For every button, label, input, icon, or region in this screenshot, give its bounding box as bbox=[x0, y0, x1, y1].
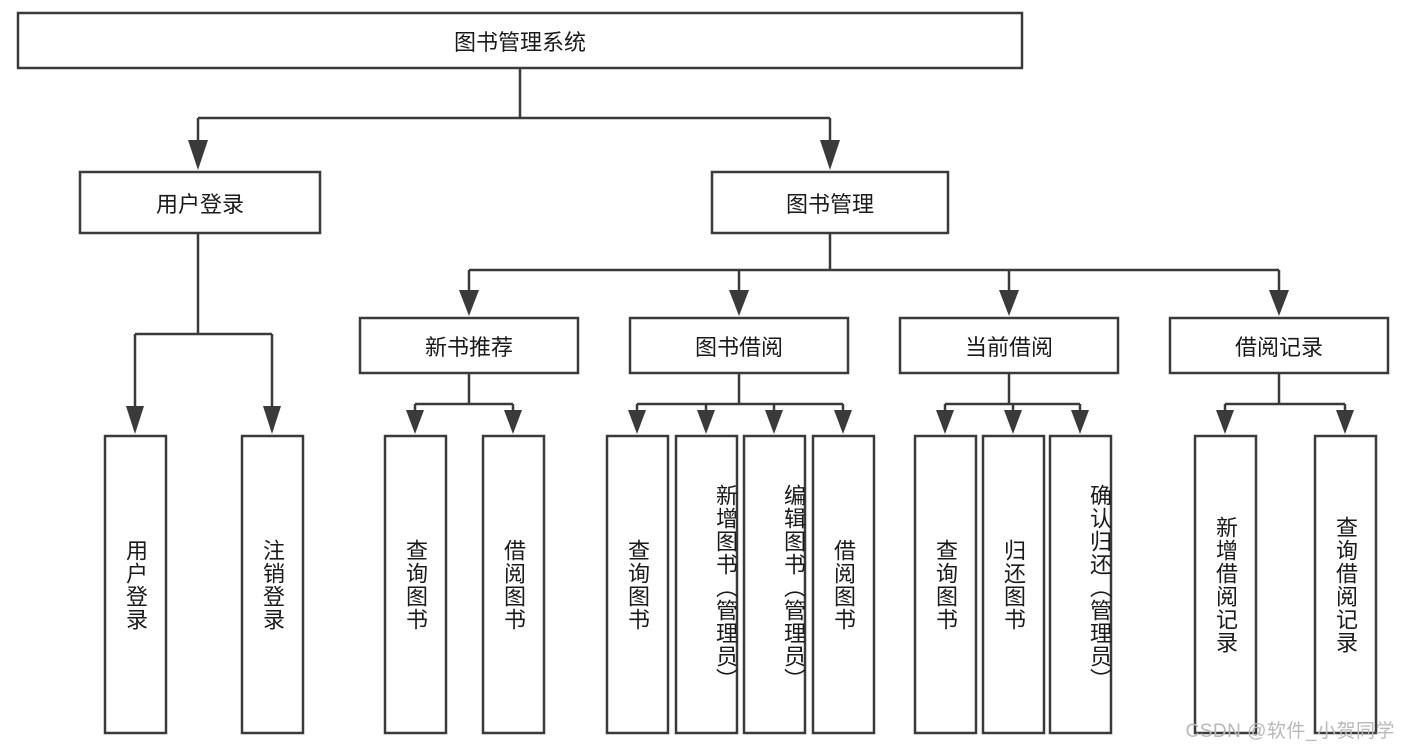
arrow-level2-1 bbox=[459, 290, 479, 316]
node-borrow-records-box[interactable] bbox=[1168, 316, 1390, 375]
node-current-borrow-box[interactable] bbox=[898, 316, 1120, 375]
arrow-current-leaf-3 bbox=[1071, 410, 1089, 434]
arrow-recommend-leaf-2 bbox=[504, 410, 522, 434]
arrow-level1-right bbox=[820, 140, 840, 170]
arrow-records-leaf-2 bbox=[1336, 410, 1354, 434]
node-new-book-recommend-box[interactable] bbox=[358, 316, 580, 375]
arrow-current-leaf-2 bbox=[1004, 410, 1022, 434]
arrow-borrow-leaf-2 bbox=[697, 410, 715, 434]
leaf-box-recommend-1[interactable] bbox=[383, 434, 448, 735]
arrow-recommend-leaf-1 bbox=[406, 410, 424, 434]
leaf-box-current-2[interactable] bbox=[981, 434, 1046, 735]
arrow-borrow-leaf-3 bbox=[765, 410, 783, 434]
leaf-box-records-2[interactable] bbox=[1313, 434, 1378, 735]
arrow-user-login-leaf-2 bbox=[263, 406, 281, 434]
leaf-box-current-1[interactable] bbox=[913, 434, 978, 735]
leaf-box-borrow-3[interactable] bbox=[742, 434, 807, 735]
arrow-level1-left bbox=[188, 140, 208, 170]
arrow-level2-2 bbox=[729, 290, 749, 316]
arrow-user-login-leaf-1 bbox=[126, 406, 144, 434]
leaf-box-current-3[interactable] bbox=[1048, 434, 1113, 735]
leaf-box-recommend-2[interactable] bbox=[481, 434, 546, 735]
arrow-current-leaf-1 bbox=[936, 410, 954, 434]
node-root-box[interactable] bbox=[16, 11, 1024, 70]
leaf-box-records-1[interactable] bbox=[1193, 434, 1258, 735]
leaf-box-user-login-1[interactable] bbox=[103, 434, 168, 735]
arrow-borrow-leaf-4 bbox=[834, 410, 852, 434]
arrow-level2-3 bbox=[999, 290, 1019, 316]
arrow-records-leaf-1 bbox=[1216, 410, 1234, 434]
arrow-level2-4 bbox=[1269, 290, 1289, 316]
arrow-borrow-leaf-1 bbox=[628, 410, 646, 434]
leaf-box-borrow-1[interactable] bbox=[605, 434, 670, 735]
leaf-box-borrow-4[interactable] bbox=[811, 434, 876, 735]
node-user-login-box[interactable] bbox=[78, 170, 322, 235]
node-book-management-box[interactable] bbox=[710, 170, 950, 235]
node-book-borrow-box[interactable] bbox=[628, 316, 850, 375]
leaf-box-user-login-2[interactable] bbox=[240, 434, 305, 735]
leaf-box-borrow-2[interactable] bbox=[674, 434, 739, 735]
